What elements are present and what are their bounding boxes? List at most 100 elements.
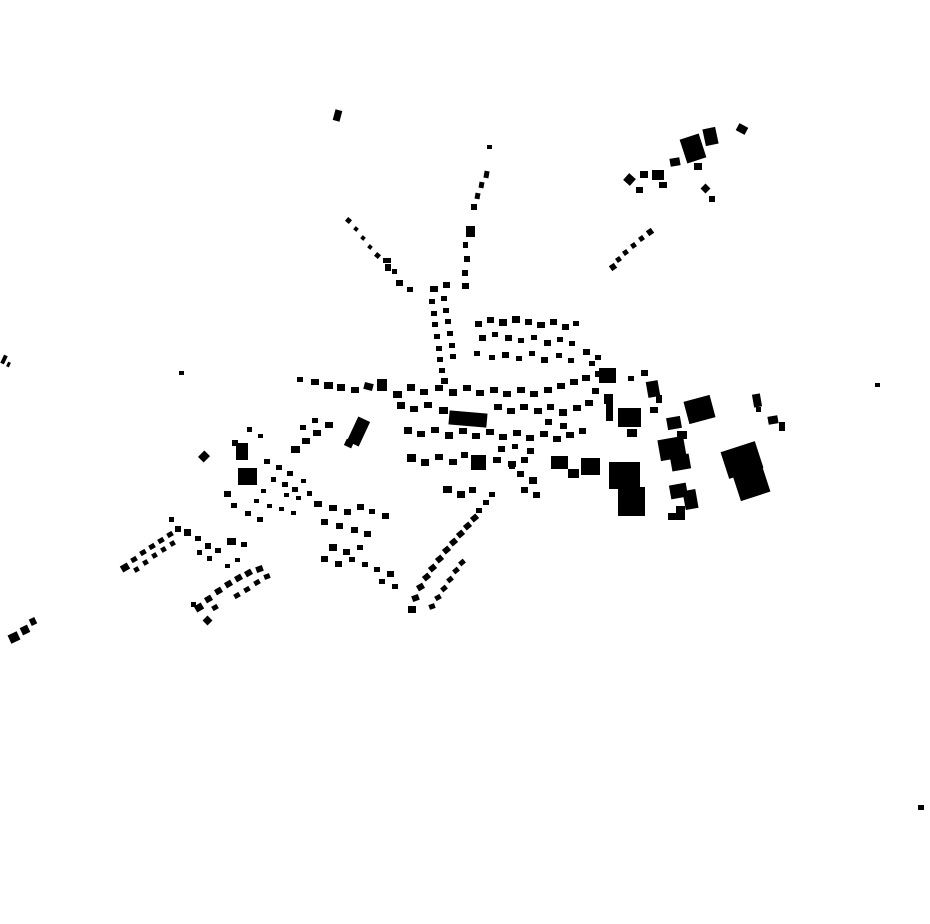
building-footprint: [756, 407, 761, 412]
building-footprint: [235, 558, 240, 562]
building-footprint: [279, 507, 284, 511]
building-footprint: [581, 458, 600, 475]
building-footprint: [455, 529, 466, 539]
building-footprint: [627, 429, 637, 437]
building-footprint: [169, 517, 174, 522]
building-footprint: [449, 343, 455, 348]
building-footprint: [562, 324, 569, 330]
building-footprint: [595, 371, 602, 377]
building-footprint: [434, 593, 442, 602]
building-footprint: [415, 582, 426, 592]
building-footprint: [573, 321, 579, 326]
building-footprint: [513, 430, 521, 436]
building-footprint: [628, 376, 634, 381]
building-footprint: [357, 545, 363, 550]
building-footprint: [449, 459, 457, 465]
building-footprint: [203, 594, 214, 604]
building-footprint: [292, 487, 298, 492]
building-footprint: [458, 558, 466, 567]
building-footprint: [261, 489, 266, 493]
building-footprint: [282, 482, 288, 487]
building-footprint: [302, 438, 310, 444]
building-footprint: [529, 351, 535, 356]
building-footprint: [179, 371, 184, 375]
building-footprint: [446, 575, 454, 584]
building-footprint: [767, 415, 779, 425]
building-footprint: [428, 603, 436, 610]
building-footprint: [213, 586, 224, 596]
building-footprint: [223, 579, 234, 589]
building-footprint: [541, 357, 548, 363]
building-footprint: [512, 316, 520, 323]
building-footprint: [243, 585, 251, 594]
building-footprint: [382, 513, 389, 519]
building-footprint: [583, 349, 590, 355]
building-footprint: [570, 379, 578, 385]
building-footprint: [559, 409, 567, 416]
building-footprint: [373, 251, 382, 260]
building-footprint: [679, 133, 707, 164]
building-footprint: [520, 404, 528, 410]
building-footprint: [521, 487, 528, 493]
building-footprint: [530, 391, 538, 397]
building-footprint: [393, 391, 402, 398]
building-footprint: [640, 171, 648, 178]
building-footprint: [254, 499, 259, 503]
building-footprint: [512, 444, 518, 449]
building-footprint: [139, 548, 147, 557]
building-footprint: [119, 562, 131, 573]
building-footprint: [636, 187, 643, 193]
building-footprint: [233, 573, 244, 583]
building-footprint: [329, 544, 337, 551]
building-footprint: [450, 354, 456, 359]
building-footprint: [668, 513, 679, 520]
building-footprint: [443, 308, 449, 313]
building-footprint: [307, 491, 312, 496]
building-footprint: [486, 429, 494, 435]
building-footprint: [245, 511, 251, 516]
building-footprint: [595, 355, 601, 360]
building-footprint: [197, 450, 211, 463]
building-footprint: [258, 434, 263, 438]
building-footprint: [553, 436, 561, 442]
building-footprint: [437, 357, 443, 362]
building-footprint: [474, 192, 481, 200]
building-footprint: [296, 496, 301, 500]
building-footprint: [463, 385, 471, 391]
building-footprint: [452, 566, 460, 575]
building-footprint: [498, 446, 505, 452]
building-footprint: [492, 332, 498, 337]
building-footprint: [424, 402, 432, 408]
building-footprint: [157, 536, 165, 545]
building-footprint: [487, 145, 492, 149]
building-footprint: [313, 430, 321, 436]
building-footprint: [197, 550, 202, 555]
building-footprint: [463, 242, 468, 248]
building-footprint: [191, 602, 196, 607]
building-footprint: [427, 563, 438, 573]
building-footprint: [321, 519, 328, 525]
building-footprint: [367, 244, 373, 250]
building-footprint: [568, 358, 574, 363]
building-footprint: [227, 538, 236, 545]
building-footprint: [443, 486, 452, 493]
building-footprint: [407, 384, 415, 391]
building-footprint: [224, 491, 231, 497]
building-footprint: [499, 434, 507, 440]
building-footprint: [301, 479, 306, 483]
building-footprint: [652, 170, 664, 180]
building-footprint: [471, 204, 477, 210]
building-footprint: [253, 578, 261, 587]
building-footprint: [462, 521, 473, 531]
building-footprint: [343, 549, 350, 555]
building-footprint: [630, 242, 637, 249]
building-footprint: [321, 556, 328, 562]
building-footprint: [291, 446, 300, 453]
building-footprint: [447, 331, 453, 336]
building-footprint: [439, 368, 445, 373]
building-footprint: [551, 456, 568, 469]
building-footprint: [609, 462, 640, 489]
building-footprint: [28, 617, 38, 626]
building-footprint: [735, 123, 749, 135]
